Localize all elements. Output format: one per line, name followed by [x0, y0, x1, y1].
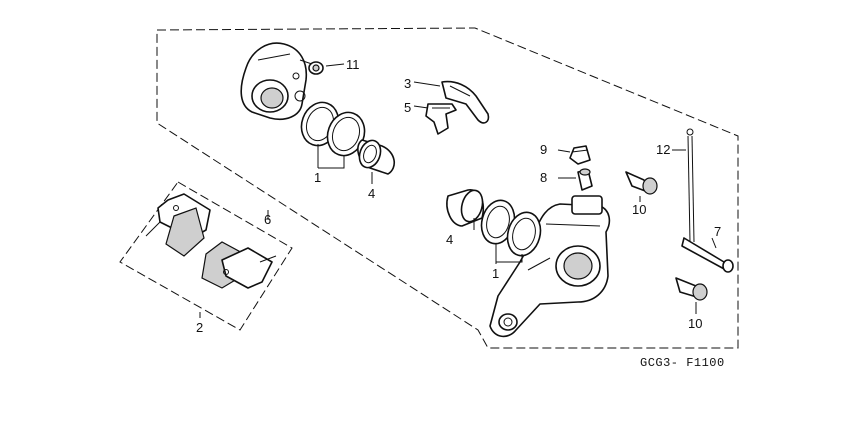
pad-pin [681, 237, 734, 273]
piston-upper [357, 139, 395, 175]
caliper-bolt-lower [675, 277, 708, 301]
brake-pad-right [201, 241, 277, 289]
bleeder-cap [569, 145, 591, 165]
callout-9: 9 [540, 142, 547, 157]
callout-8: 8 [540, 170, 547, 185]
leader-lines [199, 63, 717, 318]
callout-5: 5 [404, 100, 411, 115]
callout-12: 12 [656, 142, 670, 157]
callout-1-lower: 1 [492, 266, 499, 281]
callout-11: 11 [346, 57, 360, 72]
callout-2: 2 [196, 320, 203, 335]
pad-set-boundary [119, 181, 293, 331]
bleeder-screw [577, 168, 593, 191]
assembly-boundary [156, 27, 739, 349]
caliper-bolt-upper [625, 171, 658, 195]
callout-10-lower: 10 [688, 316, 702, 331]
callout-4-upper: 4 [368, 186, 375, 201]
callout-7: 7 [714, 224, 721, 239]
callout-6: 6 [264, 212, 271, 227]
diagram-code: GCG3- F1100 [640, 356, 725, 370]
washer-11 [308, 61, 324, 75]
cotter-pin [686, 128, 695, 243]
callout-4-lower: 4 [446, 232, 453, 247]
callout-1-upper: 1 [314, 170, 321, 185]
piston-seal-lower [480, 199, 542, 257]
callout-3: 3 [404, 76, 411, 91]
piston-lower [446, 189, 484, 227]
caliper-body-outer-half [240, 42, 319, 120]
callout-10-upper: 10 [632, 202, 646, 217]
piston-seal-upper [300, 101, 366, 157]
brake-pad-left [145, 193, 211, 257]
retainer-clip [425, 103, 457, 135]
pad-spring [441, 80, 490, 124]
